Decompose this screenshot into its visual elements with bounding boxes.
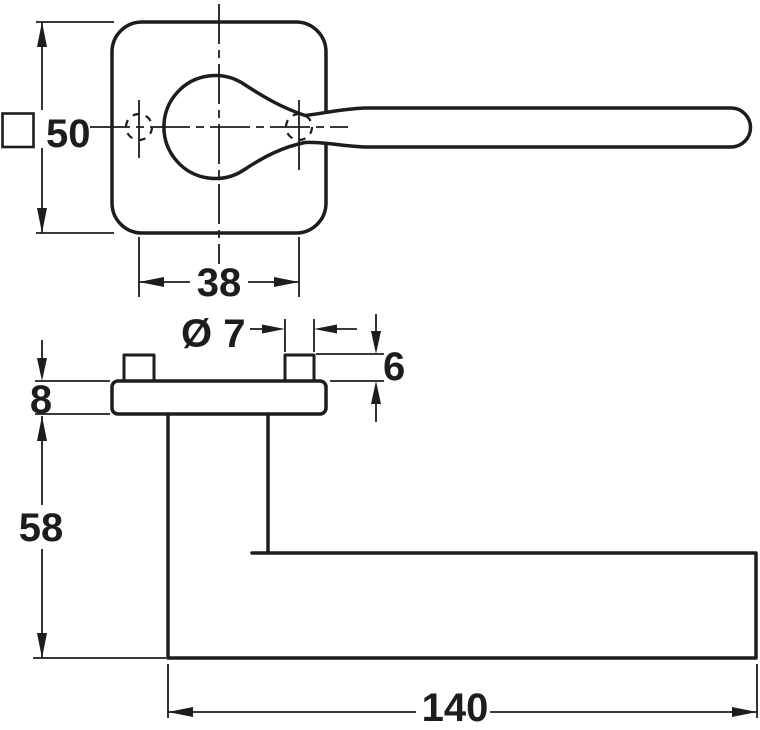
- arrowhead-left-icon: [314, 324, 337, 334]
- dimension-label-lever-length: 140: [422, 686, 489, 730]
- lever-handle-side-outline: [166, 412, 758, 660]
- screw-hole-left: [124, 112, 154, 142]
- arrowhead-left-icon: [139, 277, 164, 287]
- dimension-hole-spacing: 38: [138, 237, 300, 305]
- dimension-lever-length: 140: [167, 664, 758, 730]
- front-view: 50 38: [1, 4, 753, 305]
- arrowhead-down-icon: [37, 633, 47, 658]
- dimension-rose-thickness: 8: [30, 340, 110, 422]
- dimension-label-rose-thickness: 8: [30, 378, 52, 422]
- screw-hole-right: [284, 112, 314, 142]
- dimension-label-grip-depth: 58: [19, 506, 64, 550]
- dimension-rose-size: 50: [1, 21, 114, 234]
- square-section-symbol-icon: [1, 112, 35, 149]
- lever-handle-front-outline: [162, 73, 753, 181]
- side-view: Ø 7 6 8 58: [19, 312, 758, 730]
- dimension-label-pin-diameter: Ø 7: [181, 312, 245, 356]
- arrowhead-down-icon: [37, 208, 47, 233]
- dimension-grip-depth: 58: [19, 416, 166, 659]
- arrowhead-up-icon: [37, 22, 47, 47]
- dimension-label-pin-height: 6: [383, 345, 405, 389]
- arrowhead-down-icon: [37, 358, 47, 381]
- arrowhead-right-icon: [274, 277, 299, 287]
- rose-plate-side: [110, 379, 328, 416]
- dimension-pin-diameter: Ø 7: [181, 312, 357, 356]
- dimension-label-rose-size: 50: [46, 112, 91, 156]
- arrowhead-down-icon: [371, 331, 381, 354]
- dimension-label-hole-spacing: 38: [197, 261, 242, 305]
- arrowhead-up-icon: [371, 381, 381, 404]
- arrowhead-right-icon: [262, 324, 285, 334]
- arrowhead-left-icon: [168, 707, 193, 717]
- arrowhead-up-icon: [37, 416, 47, 441]
- dimension-pin-height: 6: [316, 314, 405, 422]
- arrowhead-right-icon: [732, 707, 757, 717]
- fixing-pin-left: [122, 353, 156, 384]
- fixing-pin-right: [283, 353, 316, 384]
